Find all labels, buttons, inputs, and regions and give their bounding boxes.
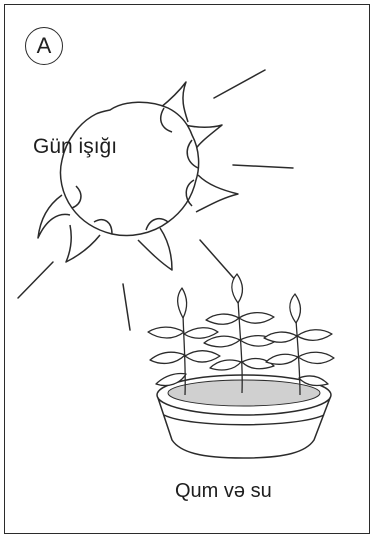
leaf [206, 314, 239, 324]
leaf [297, 330, 332, 341]
light-ray [233, 165, 293, 168]
light-ray [123, 284, 130, 330]
sun-caption: Gün işığı [33, 135, 117, 159]
panel-label: A [25, 27, 63, 65]
leaf [239, 313, 274, 324]
leaf [210, 360, 241, 370]
leaf [298, 352, 334, 363]
light-ray [18, 262, 53, 298]
leaf [266, 354, 298, 364]
leaf [290, 294, 301, 323]
pot-soil [168, 380, 320, 406]
leaf [232, 274, 243, 303]
light-ray [200, 240, 238, 283]
leaf [184, 328, 218, 339]
leaf [150, 352, 185, 363]
panel-label-text: A [37, 35, 52, 57]
leaf [148, 327, 184, 338]
sun-flame [38, 195, 70, 238]
light-ray [214, 70, 265, 98]
sun-flame [66, 225, 100, 262]
sun-flame [196, 175, 238, 212]
potted-seedlings-icon [157, 375, 331, 458]
leaf [178, 288, 187, 318]
leaf [204, 336, 240, 347]
leaf [185, 351, 220, 362]
pot-caption: Qum və su [175, 480, 272, 503]
sun-flame [138, 228, 172, 270]
sun-disc [60, 102, 198, 235]
leaf [264, 332, 297, 342]
sun-icon [38, 82, 238, 270]
